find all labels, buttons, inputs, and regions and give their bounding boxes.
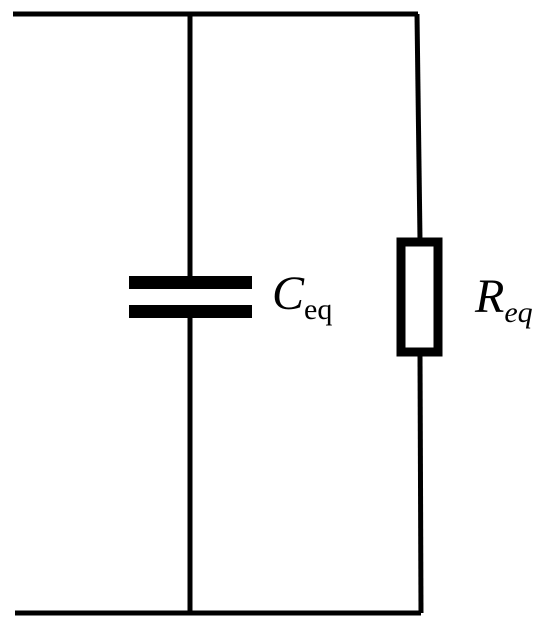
resistor-body (396, 237, 443, 357)
resistor-symbol: R (475, 270, 505, 323)
capacitor-symbol: C (272, 267, 305, 320)
capacitor-plate-top (129, 276, 252, 289)
resistor-label: Req (475, 270, 533, 328)
capacitor-plate-bottom (129, 305, 252, 318)
capacitor-subscript: eq (304, 293, 333, 326)
capacitor-label: Ceq (272, 267, 332, 325)
resistor-subscript: eq (504, 296, 533, 329)
resistor-wire-bottom (417, 353, 424, 614)
resistor-wire-top (414, 13, 423, 241)
